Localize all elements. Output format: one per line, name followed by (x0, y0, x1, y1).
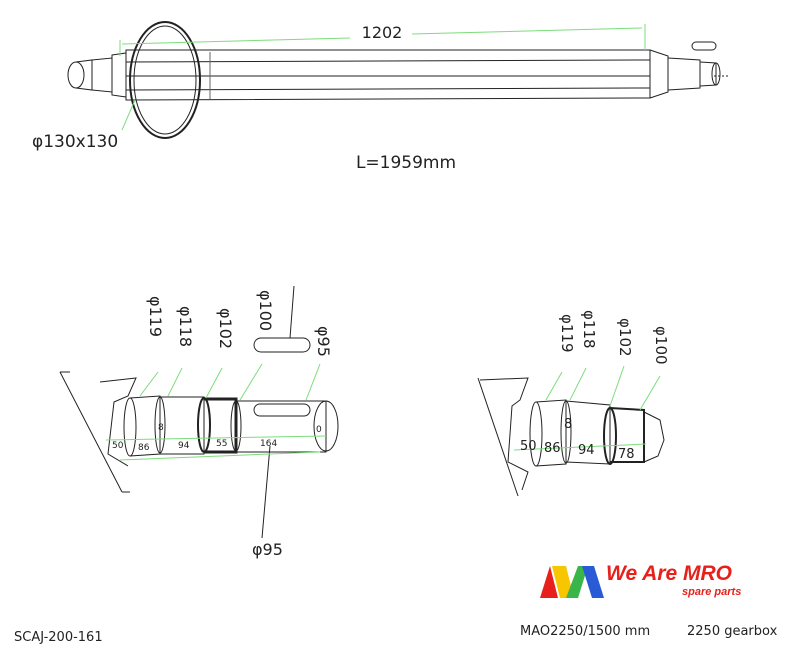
left-inner-mark: 8 (158, 423, 164, 433)
left-housing-edge (99, 377, 137, 467)
logo-m-blue (582, 566, 604, 598)
shaft-right-end (699, 61, 717, 87)
right-dim-102-leader (609, 365, 625, 407)
right-seg-50: 50 (520, 439, 537, 454)
left-dim-118-leader (167, 367, 183, 397)
logo-m-green (566, 566, 588, 598)
right-housing-break (477, 377, 519, 497)
model-label: MAO2250/1500 mm (520, 624, 651, 639)
dim-1202-label: 1202 (362, 23, 403, 42)
left-loose-key (253, 337, 311, 353)
left-key-leader (289, 285, 295, 339)
right-dim-119-leader (545, 371, 563, 401)
logo-m-yellow (552, 566, 574, 598)
left-dim-102-leader (205, 367, 223, 399)
right-seg-86: 86 (544, 441, 561, 456)
left-step-118 (160, 396, 205, 455)
square-tube-edge-bottom (125, 87, 651, 91)
left-dia-95: φ95 (314, 326, 333, 357)
right-step-118 (565, 400, 611, 465)
left-bottom-leader (261, 445, 271, 539)
left-end-face (313, 400, 339, 452)
right-face-118 (560, 400, 572, 464)
right-dia-100: φ100 (652, 326, 670, 365)
right-detail (477, 377, 665, 497)
left-dim-95-leader (305, 363, 321, 401)
left-seg-164: 164 (260, 439, 277, 449)
shaft-right-journal (667, 57, 701, 91)
left-detail (59, 285, 339, 539)
right-dia-102: φ102 (616, 318, 634, 357)
left-face-119 (123, 397, 137, 457)
dim-square-leader (121, 99, 136, 131)
right-end-dome (643, 411, 665, 463)
right-face-102 (603, 407, 617, 465)
right-dim-100-leader (639, 375, 661, 411)
part-code: SCAJ-200-161 (14, 630, 103, 645)
dim-square-label: φ130x130 (32, 132, 118, 152)
bearing-ring-inner (133, 25, 197, 135)
gearbox-label: 2250 gearbox (687, 624, 778, 639)
logo-tagline: spare parts (682, 586, 742, 598)
left-dim-segment-line (105, 435, 327, 441)
right-dim-segment-line (513, 443, 647, 451)
shaft-left-collar (111, 52, 127, 98)
top-shaft (67, 21, 728, 139)
right-detail-dims (513, 365, 661, 451)
left-face-102 (197, 397, 211, 453)
we-are-mro-m-icon (540, 566, 604, 598)
left-keyway (253, 403, 311, 417)
square-tube-body (125, 49, 651, 101)
left-dim-segment-line-lower (119, 451, 321, 461)
shaft-left-stub (75, 59, 93, 91)
logo-m-red (540, 566, 558, 598)
shaft-left-journal (91, 57, 113, 93)
left-dim-119-leader (139, 371, 159, 397)
right-step-102 (609, 407, 645, 463)
right-dim-118-leader (569, 367, 587, 401)
dim-1202-line-left (121, 37, 351, 45)
left-seg-55: 55 (216, 439, 227, 449)
right-step-119 (535, 399, 567, 467)
right-seg-78: 78 (618, 447, 635, 462)
right-inner-mark: 8 (564, 417, 572, 432)
left-step-119 (129, 395, 161, 457)
right-housing-edge (479, 377, 529, 491)
total-length-label: L=1959mm (356, 153, 456, 173)
left-detail-dims (105, 363, 327, 461)
left-housing-break (59, 371, 130, 493)
left-face-95 (230, 400, 242, 452)
square-tube-edge-top (125, 59, 651, 63)
left-seg-94: 94 (178, 441, 190, 451)
left-dia-100: φ100 (256, 290, 275, 331)
left-seg-86: 86 (138, 443, 150, 453)
top-dimensions (119, 24, 646, 131)
left-face-118 (154, 396, 166, 454)
left-seg-50: 50 (112, 441, 124, 451)
left-dim-100-leader (239, 363, 263, 401)
left-dia-102: φ102 (216, 308, 235, 349)
left-step-102 (204, 397, 238, 454)
left-end-mark: 0 (316, 425, 322, 435)
right-dia-119: φ119 (558, 314, 576, 353)
bearing-ring-outer (129, 21, 201, 139)
right-seg-94: 94 (578, 443, 595, 458)
dim-1202-line-right (411, 27, 643, 35)
left-step-95 (236, 400, 327, 453)
right-face-119 (529, 401, 543, 467)
logo-name: We Are MRO (606, 562, 733, 585)
left-dia-118: φ118 (176, 306, 195, 347)
left-dia-119: φ119 (146, 296, 165, 337)
shaft-right-taper (649, 49, 669, 99)
shaft-right-end-face (711, 62, 721, 86)
right-dia-118: φ118 (580, 310, 598, 349)
shaft-right-key (691, 41, 717, 51)
shaft-left-end-face (67, 61, 85, 89)
left-bottom-dia: φ95 (252, 540, 283, 559)
